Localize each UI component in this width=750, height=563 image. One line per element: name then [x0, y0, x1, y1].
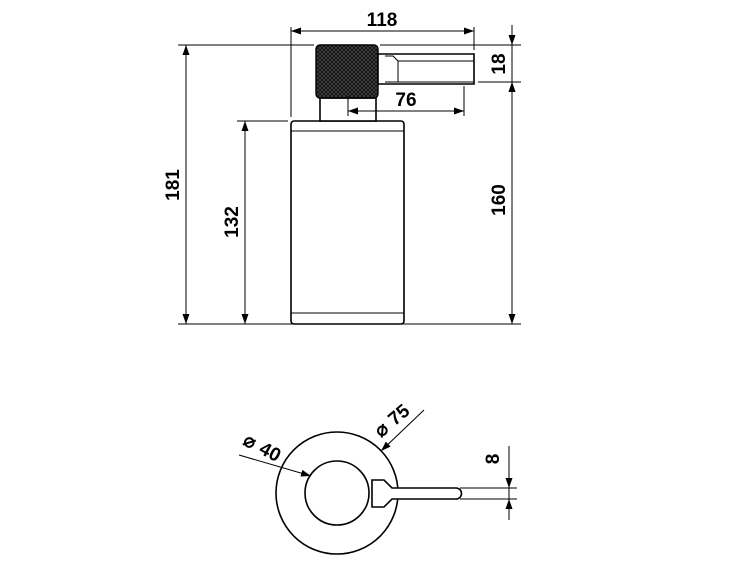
svg-text:75: 75	[385, 400, 415, 430]
side-view: 118 76 181 132 160 18	[163, 10, 521, 325]
dim-line-inner-diameter	[238, 454, 312, 477]
spout	[377, 53, 475, 85]
svg-text:⌀: ⌀	[240, 430, 260, 454]
dim-total-height: 181	[163, 169, 184, 201]
svg-text:40: 40	[256, 438, 285, 466]
dim-outer-diameter: ⌀ 75	[371, 400, 415, 442]
dim-height-to-spout: 160	[489, 184, 510, 216]
dispenser-body	[290, 120, 405, 325]
dim-overall-width: 118	[367, 10, 398, 31]
inner-opening	[304, 460, 370, 526]
dim-line-spout-width	[460, 446, 517, 520]
top-view: ⌀ 40 ⌀ 75 8	[238, 400, 517, 555]
dim-spout-reach: 76	[395, 90, 416, 111]
dim-spout-height: 18	[489, 53, 510, 74]
knurled-pump-head	[315, 44, 379, 99]
spout-top	[371, 479, 463, 508]
dim-line-outer-diameter	[380, 409, 425, 452]
dim-spout-width: 8	[483, 454, 504, 465]
dim-body-height: 132	[222, 206, 243, 238]
